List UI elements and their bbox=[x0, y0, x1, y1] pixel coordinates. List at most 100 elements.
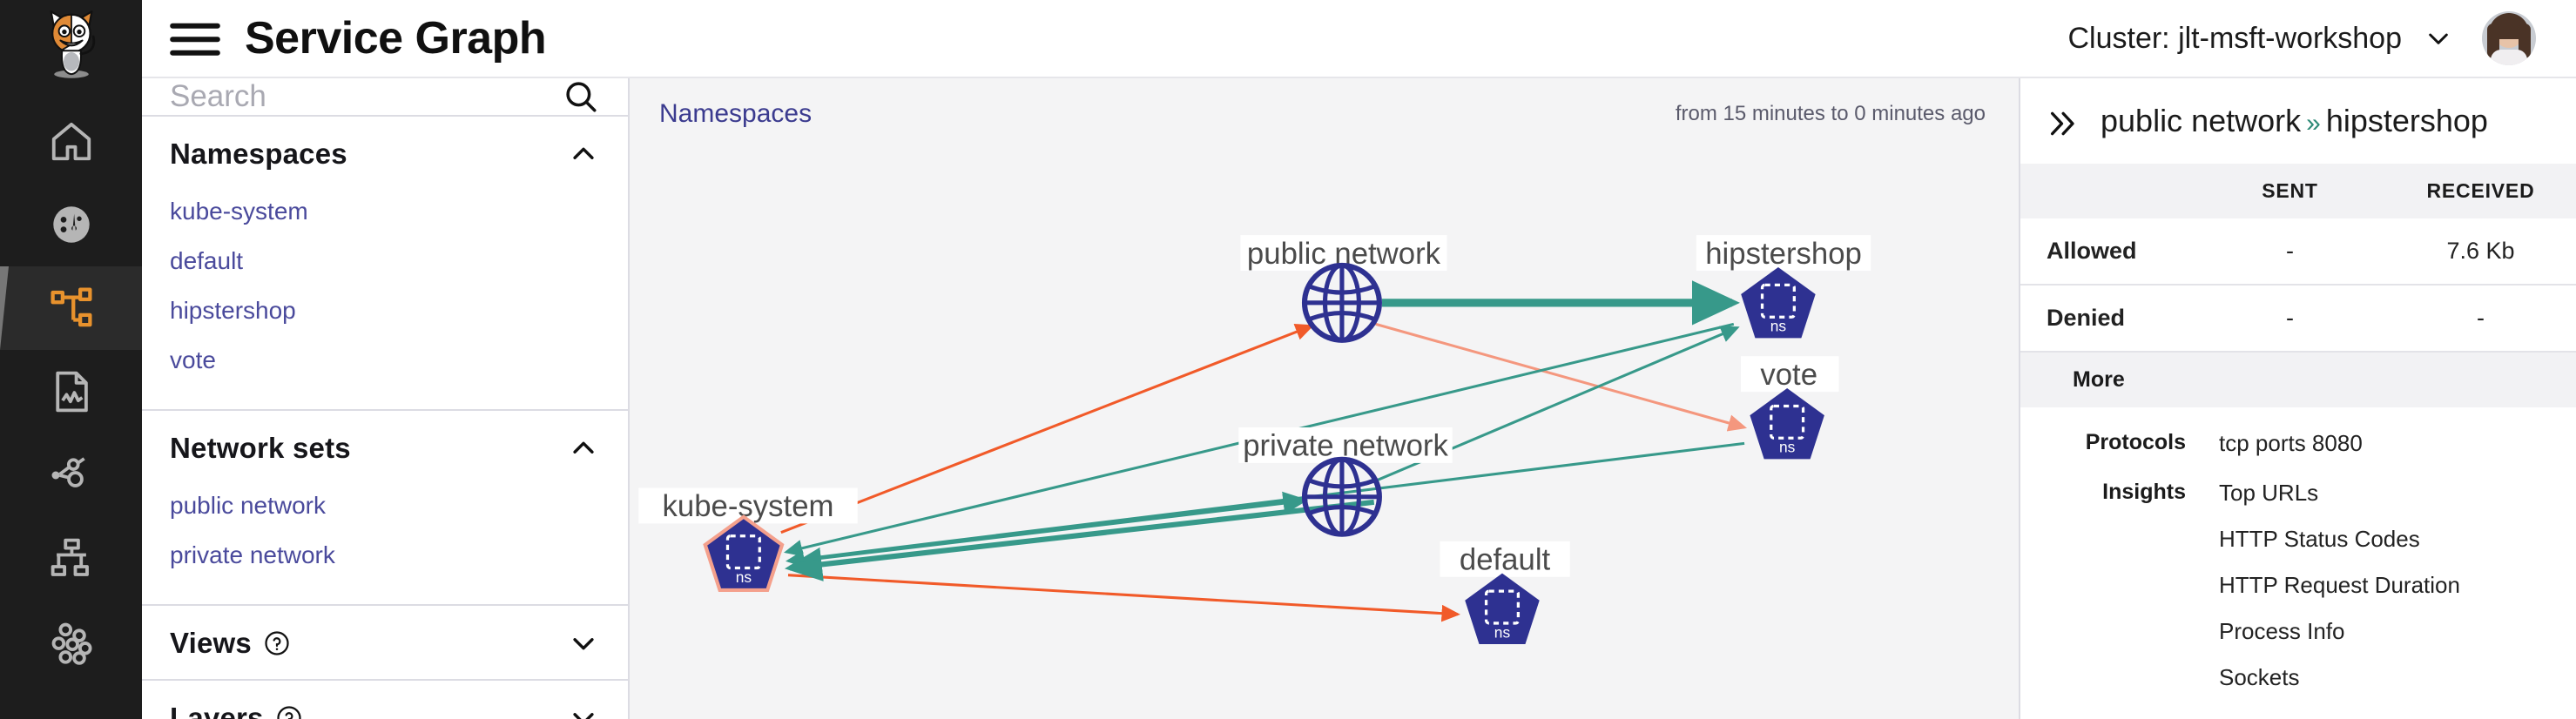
section-header-namespaces[interactable]: Namespaces bbox=[142, 117, 628, 190]
rail-item-list bbox=[0, 99, 142, 684]
insights-row: Insights Top URLs HTTP Status Codes HTTP… bbox=[2020, 457, 2576, 691]
row-label-allowed: Allowed bbox=[2020, 218, 2195, 286]
row-label-denied: Denied bbox=[2020, 285, 2195, 353]
cell-allowed-received: 7.6 Kb bbox=[2385, 218, 2576, 286]
section-body-namespaces: kube-system default hipstershop vote bbox=[142, 190, 628, 409]
page-title: Service Graph bbox=[245, 13, 547, 64]
detail-breadcrumb: public network » hipstershop bbox=[2101, 103, 2488, 139]
node-sublabel: ns bbox=[736, 568, 752, 586]
edge-private-network-to-kube-system[interactable] bbox=[784, 499, 1375, 581]
content-stack: Namespaces kube-system default hipstersh… bbox=[142, 0, 2576, 719]
help-circle-icon[interactable] bbox=[264, 630, 290, 656]
hamburger-icon[interactable] bbox=[168, 19, 222, 57]
chevron-down-icon[interactable] bbox=[569, 703, 598, 719]
left-icon-rail bbox=[0, 0, 142, 719]
section-header-views[interactable]: Views bbox=[142, 606, 628, 679]
namespace-node-icon: ns bbox=[1465, 573, 1540, 645]
detail-header: public network » hipstershop bbox=[2020, 78, 2576, 164]
chevron-down-icon[interactable] bbox=[569, 628, 598, 658]
graph-node-private-network[interactable]: private network bbox=[1238, 427, 1453, 537]
rail-item-dashboard[interactable] bbox=[0, 183, 142, 266]
cell-allowed-sent: - bbox=[2195, 218, 2385, 286]
chevron-double-right-icon[interactable] bbox=[2047, 106, 2081, 136]
protocols-value: tcp ports 8080 bbox=[2219, 430, 2363, 456]
column-header-received: RECEIVED bbox=[2385, 164, 2576, 218]
section-body-network-sets: public network private network bbox=[142, 484, 628, 604]
section-header-layers[interactable]: Layers bbox=[142, 681, 628, 719]
insight-item-sockets[interactable]: Sockets bbox=[2219, 664, 2300, 690]
graph-node-public-network[interactable]: public network bbox=[1240, 235, 1447, 343]
namespace-item-vote[interactable]: vote bbox=[170, 346, 216, 373]
cell-denied-sent: - bbox=[2195, 285, 2385, 353]
graph-node-kube-system[interactable]: kube-system ns bbox=[638, 487, 858, 593]
graph-header: Namespaces from 15 minutes to 0 minutes … bbox=[630, 78, 2019, 150]
table-header-row: SENT RECEIVED bbox=[2020, 164, 2576, 218]
more-section-header[interactable]: More bbox=[2020, 353, 2576, 407]
section-network-sets: Network sets public network private netw… bbox=[142, 411, 628, 606]
rail-item-network-sets[interactable] bbox=[0, 433, 142, 517]
section-title: Layers bbox=[170, 702, 264, 719]
rail-item-service-graph[interactable] bbox=[0, 266, 142, 350]
insight-item-http-status-codes[interactable]: HTTP Status Codes bbox=[2219, 526, 2420, 552]
insight-item-process-info[interactable]: Process Info bbox=[2219, 618, 2345, 644]
node-label-kube-system: kube-system bbox=[663, 490, 834, 523]
insight-item-top-urls[interactable]: Top URLs bbox=[2219, 480, 2319, 506]
insights-list: Top URLs HTTP Status Codes HTTP Request … bbox=[2186, 480, 2460, 691]
time-range-label[interactable]: from 15 minutes to 0 minutes ago bbox=[1675, 102, 1986, 125]
traffic-table-body: Allowed - 7.6 Kb Denied - - bbox=[2020, 218, 2576, 353]
rail-item-logs[interactable] bbox=[0, 350, 142, 433]
column-header-sent: SENT bbox=[2195, 164, 2385, 218]
avatar[interactable] bbox=[2482, 11, 2536, 65]
section-title: Namespaces bbox=[170, 138, 347, 170]
graph-node-hipstershop[interactable]: hipstershop ns bbox=[1696, 235, 1871, 339]
node-label-vote: vote bbox=[1760, 359, 1817, 392]
section-views: Views bbox=[142, 606, 628, 681]
help-circle-icon[interactable] bbox=[276, 705, 302, 719]
edge-kube-system-to-private-network[interactable] bbox=[794, 491, 1309, 563]
namespace-node-icon: ns bbox=[1741, 266, 1816, 339]
section-title: Views bbox=[170, 627, 252, 659]
edge-public-network-to-vote[interactable] bbox=[1375, 322, 1748, 432]
node-sublabel: ns bbox=[1779, 439, 1796, 456]
cell-denied-received: - bbox=[2385, 285, 2576, 353]
graph-node-default[interactable]: default ns bbox=[1440, 541, 1570, 645]
graph-edges bbox=[780, 280, 1748, 622]
protocols-label: Protocols bbox=[2085, 430, 2186, 454]
search-icon[interactable] bbox=[563, 78, 599, 115]
detail-panel: public network » hipstershop SENT RECEIV… bbox=[2020, 78, 2576, 719]
search-input[interactable] bbox=[170, 79, 563, 114]
networkset-item-public-network[interactable]: public network bbox=[170, 492, 326, 519]
edge-kube-system-to-default[interactable] bbox=[787, 574, 1460, 622]
node-label-hipstershop: hipstershop bbox=[1705, 238, 1862, 271]
chevron-up-icon[interactable] bbox=[569, 433, 598, 463]
traffic-table-head: SENT RECEIVED bbox=[2020, 164, 2576, 218]
rail-item-policies[interactable] bbox=[0, 517, 142, 601]
edge-kube-system-to-public-network[interactable] bbox=[780, 323, 1315, 534]
section-header-network-sets[interactable]: Network sets bbox=[142, 411, 628, 484]
detail-target-label: hipstershop bbox=[2325, 103, 2488, 138]
namespace-item-hipstershop[interactable]: hipstershop bbox=[170, 297, 296, 324]
networkset-item-private-network[interactable]: private network bbox=[170, 541, 335, 568]
column-header-blank bbox=[2020, 164, 2195, 218]
section-title: Network sets bbox=[170, 432, 351, 464]
namespace-item-kube-system[interactable]: kube-system bbox=[170, 198, 308, 225]
breadcrumb[interactable]: Namespaces bbox=[659, 99, 813, 128]
protocols-row: Protocols tcp ports 8080 bbox=[2020, 407, 2576, 457]
cluster-selector[interactable]: Cluster: jlt-msft-workshop bbox=[2067, 22, 2452, 56]
chevron-double-right-icon-small: » bbox=[2306, 109, 2321, 138]
rail-item-home[interactable] bbox=[0, 99, 142, 183]
insight-item-http-request-duration[interactable]: HTTP Request Duration bbox=[2219, 572, 2460, 598]
graph-node-vote[interactable]: vote ns bbox=[1740, 356, 1839, 460]
chevron-up-icon[interactable] bbox=[569, 139, 598, 169]
graph-canvas[interactable]: public network hipstersho bbox=[630, 150, 2019, 719]
node-sublabel: ns bbox=[1770, 318, 1787, 335]
node-sublabel: ns bbox=[1494, 623, 1511, 641]
namespace-item-default[interactable]: default bbox=[170, 247, 244, 274]
section-layers: Layers bbox=[142, 681, 628, 719]
detail-source-label: public network bbox=[2101, 103, 2302, 138]
chevron-down-icon[interactable] bbox=[2424, 24, 2452, 52]
rail-item-endpoints[interactable] bbox=[0, 601, 142, 684]
filter-panel: Namespaces kube-system default hipstersh… bbox=[142, 78, 656, 719]
top-header-bar: Service Graph Cluster: jlt-msft-workshop bbox=[142, 0, 2576, 78]
